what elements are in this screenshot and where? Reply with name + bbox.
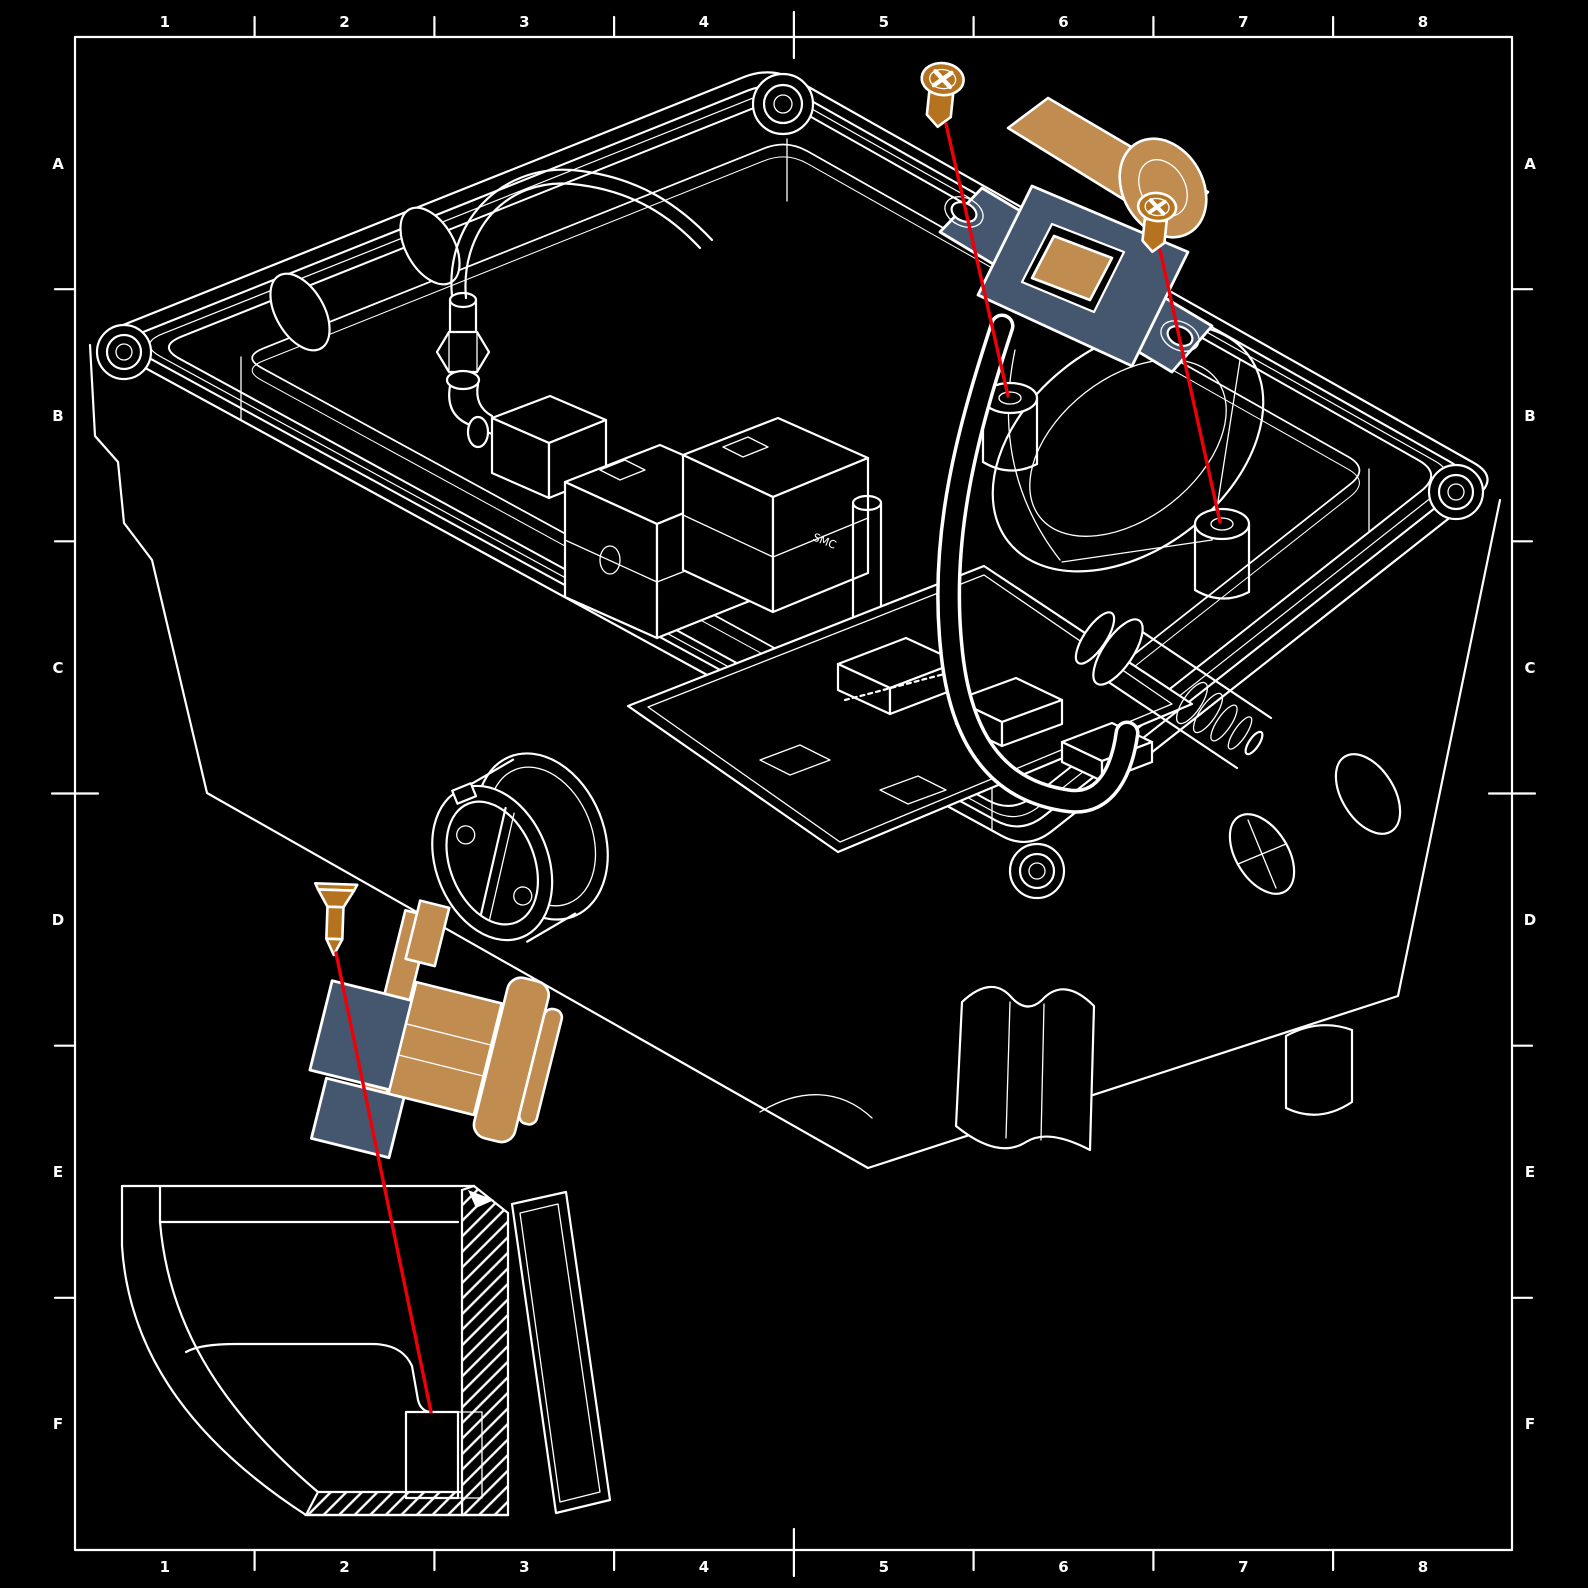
grid-label-bottom-1: 1 [160, 1558, 170, 1576]
sensor-connector-assembly [308, 881, 564, 1160]
io-connector-slot-insert [1030, 234, 1114, 302]
grid-label-top-5: 5 [879, 13, 889, 31]
grid-label-bottom-8: 8 [1418, 1558, 1428, 1576]
grid-label-left-c: C [52, 659, 63, 677]
grid-label-left-a: A [52, 155, 64, 173]
grid-label-bottom-2: 2 [339, 1558, 349, 1576]
grid-label-right-e: E [1525, 1163, 1535, 1181]
grid-label-right-d: D [1524, 911, 1536, 929]
solenoid-valve-block-b: SMC [681, 416, 870, 614]
grid-label-bottom-5: 5 [879, 1558, 889, 1576]
pneumatic-elbow-fitting [435, 291, 494, 436]
grid-label-right-f: F [1525, 1415, 1535, 1433]
grid-label-left-e: E [53, 1163, 63, 1181]
drawing-frame: 1 2 3 4 5 6 7 8 1 2 3 4 5 6 7 8 A B C D … [50, 10, 1537, 1578]
pneumatic-tube [450, 168, 714, 300]
leader-lines [334, 122, 1222, 1414]
standoff-boss-1 [981, 381, 1039, 472]
leader-line-flat-screw [334, 951, 433, 1414]
section-outline [120, 1184, 510, 1517]
grid-labels: 1 2 3 4 5 6 7 8 1 2 3 4 5 6 7 8 A B C D … [52, 13, 1536, 1576]
corner-screw-bosses [95, 72, 1485, 900]
panel-mount-connector [431, 752, 609, 943]
internal-components: SMC [431, 168, 1273, 943]
grid-label-left-d: D [52, 911, 64, 929]
phillips-cross-icon [931, 69, 954, 90]
pan-head-screw-2 [1136, 191, 1178, 254]
grid-label-top-2: 2 [339, 13, 349, 31]
standoff-boss-2 [1193, 507, 1251, 600]
hatched-wall-right [460, 1184, 510, 1517]
leader-line-screw-1 [944, 122, 1010, 398]
grid-label-bottom-3: 3 [519, 1558, 529, 1576]
grid-label-top-4: 4 [699, 13, 709, 31]
grid-label-top-1: 1 [160, 13, 170, 31]
bracket-hole-left [950, 201, 978, 223]
phillips-cross-icon [1147, 198, 1167, 216]
enclosure-body-outline [88, 343, 1502, 1170]
grid-label-right-b: B [1524, 407, 1535, 425]
power-cable [936, 313, 1140, 814]
mounting-foot-right [1284, 1024, 1354, 1116]
io-connector-assembly [920, 61, 1214, 374]
crossed-wall-hole [1228, 813, 1296, 895]
grid-label-top-8: 8 [1418, 13, 1428, 31]
grid-ticks [50, 10, 1537, 1578]
flat-head-screw [313, 881, 359, 957]
grid-label-bottom-4: 4 [699, 1558, 709, 1576]
grid-label-right-c: C [1524, 659, 1535, 677]
section-notch [468, 1190, 494, 1208]
wall-holes [269, 206, 1402, 895]
open-enclosure-box [88, 71, 1502, 1170]
grid-label-left-f: F [53, 1415, 63, 1433]
grid-label-left-b: B [52, 407, 63, 425]
sensor-end-cap [517, 1007, 564, 1126]
leader-line-screw-2 [1158, 248, 1222, 524]
grid-label-top-3: 3 [519, 13, 529, 31]
grid-label-bottom-6: 6 [1058, 1558, 1068, 1576]
side-panel [510, 1190, 612, 1515]
grid-label-bottom-7: 7 [1238, 1558, 1248, 1576]
grid-label-right-a: A [1524, 155, 1536, 173]
grid-label-top-6: 6 [1058, 13, 1068, 31]
cable-gland [1074, 611, 1273, 770]
mounting-foot-front [954, 985, 1096, 1152]
pan-head-screw-1 [920, 61, 965, 129]
hatched-wall-bottom [304, 1490, 464, 1517]
section-cavity-line [184, 1342, 434, 1414]
grid-label-top-7: 7 [1238, 13, 1248, 31]
sensor-mount-tab [404, 899, 451, 968]
sensor-barrel [387, 980, 504, 1117]
